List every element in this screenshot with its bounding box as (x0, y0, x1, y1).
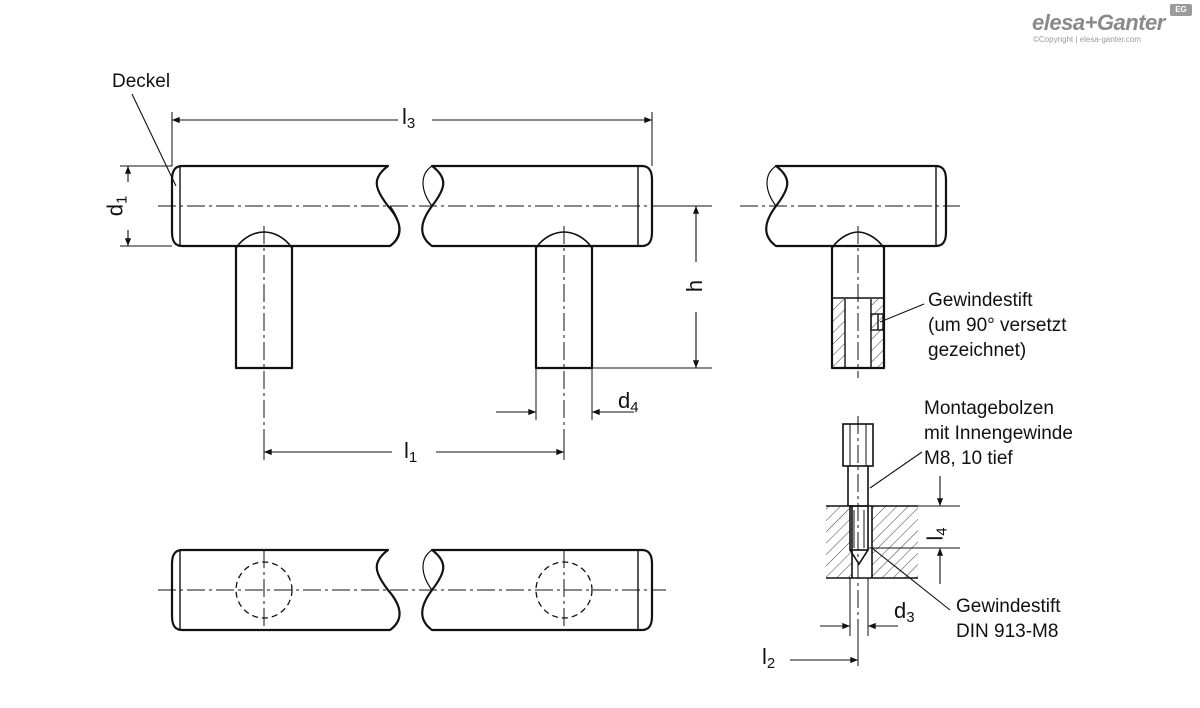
front-bar-right (421, 164, 654, 248)
brand-badge: EG (1170, 4, 1192, 16)
brand-logo[interactable]: elesa+Ganter (1032, 10, 1165, 35)
bolt-head (842, 423, 874, 467)
label-montage-line1: Montagebolzen (924, 398, 1054, 419)
front-stem-left (234, 246, 294, 370)
copyright-text: ©Copyright | elesa-ganter.com (1033, 35, 1142, 44)
dim-l1: l1 (404, 438, 418, 466)
top-bar-right (421, 548, 654, 632)
front-stem-right (534, 246, 594, 370)
label-montage-line3: M8, 10 tief (924, 448, 1013, 470)
dim-d4: d4 (618, 388, 639, 416)
top-bar-left (170, 548, 401, 632)
label-deckel: Deckel (112, 71, 171, 92)
label-gewindestift-top: Gewindestift (um 90° versetzt gezeichnet… (928, 288, 1067, 363)
side-stem (830, 246, 886, 370)
front-bar-left (170, 164, 401, 248)
dim-h: h (682, 279, 708, 293)
dim-d1: d1 (102, 195, 131, 217)
side-bar (765, 164, 948, 248)
dim-l3: l3 (402, 104, 416, 132)
label-gewindestift-top-line3: gezeichnet) (928, 340, 1027, 362)
label-gewindestift-top-line2: (um 90° versetzt (928, 315, 1067, 337)
label-gewindestift-top-line1: Gewindestift (928, 290, 1033, 311)
label-gewindestift-bottom-line1: Gewindestift (956, 596, 1061, 617)
set-screw (849, 505, 869, 551)
label-montagebolzen: Montagebolzen mit Innengewinde M8, 10 ti… (924, 396, 1073, 471)
label-gewindestift-bottom-line2: DIN 913-M8 (956, 621, 1059, 643)
dim-l2: l2 (762, 644, 776, 672)
label-gewindestift-bottom: Gewindestift DIN 913-M8 (956, 594, 1061, 644)
dim-l4: l4 (922, 527, 951, 541)
dim-d3: d3 (894, 598, 915, 626)
label-montage-line2: mit Innengewinde (924, 423, 1073, 445)
